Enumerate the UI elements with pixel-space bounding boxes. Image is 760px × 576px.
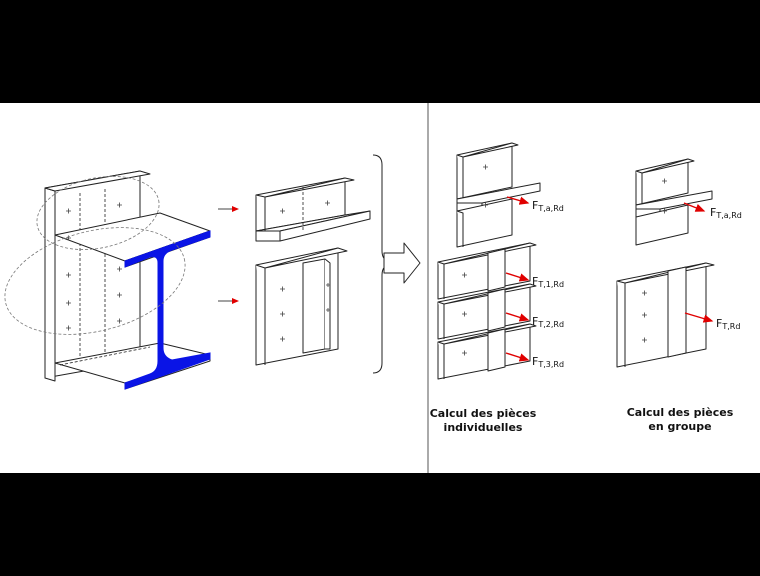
force-label-row-3: FT,3,Rd bbox=[532, 355, 564, 369]
caption-group-line1: Calcul des pièces bbox=[626, 406, 734, 419]
caption-group-line2: en groupe bbox=[648, 420, 712, 433]
caption-individual: Calcul des pièces individuelles bbox=[428, 407, 538, 435]
force-label-row-1: FT,1,Rd bbox=[532, 275, 564, 289]
individual-row-3 bbox=[437, 323, 537, 380]
diagram-panel: FT,a,Rd FT,1,Rd FT,2,Rd bbox=[0, 103, 760, 473]
individual-row-2 bbox=[437, 283, 537, 340]
individual-top-t-stub bbox=[456, 142, 541, 248]
column-end-plate-assembly bbox=[4, 170, 211, 390]
end-plate-bottom-piece bbox=[255, 247, 348, 366]
force-label-group: FT,Rd bbox=[716, 317, 740, 331]
t-stub-top-piece bbox=[255, 177, 371, 242]
group-top-t-stub bbox=[635, 158, 713, 246]
i-beam-section bbox=[124, 230, 211, 390]
region-ellipse-top bbox=[36, 176, 160, 250]
diagram-canvas: FT,a,Rd FT,1,Rd FT,2,Rd bbox=[4, 103, 742, 473]
force-label-row-2: FT,2,Rd bbox=[532, 315, 564, 329]
caption-group: Calcul des pièces en groupe bbox=[620, 406, 740, 434]
group-end-plate bbox=[616, 262, 715, 368]
individual-row-1 bbox=[437, 242, 537, 300]
big-arrow bbox=[383, 242, 421, 284]
caption-individual-line1: Calcul des pièces bbox=[429, 407, 537, 420]
bolt-markers bbox=[66, 202, 122, 331]
force-label-top-group: FT,a,Rd bbox=[710, 206, 742, 220]
force-label-top-individual: FT,a,Rd bbox=[532, 199, 564, 213]
caption-individual-line2: individuelles bbox=[443, 421, 523, 434]
region-ellipse-main bbox=[4, 227, 186, 335]
end-plate bbox=[44, 170, 141, 379]
